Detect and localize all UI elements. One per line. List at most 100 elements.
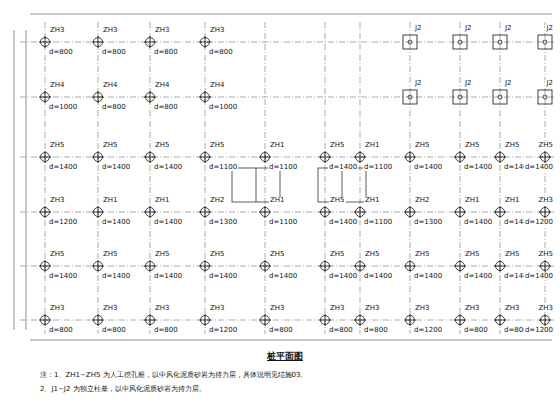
pile-mark: ZH5 (537, 251, 554, 258)
dimension-lines (14, 14, 552, 340)
axis-line (410, 22, 411, 334)
pile-cross (360, 260, 361, 272)
pile-cross (325, 260, 326, 272)
pile-mark: ZH5 (364, 251, 381, 258)
pile-diameter: d=800 (363, 327, 389, 334)
pile-diameter: d=1400 (48, 273, 78, 280)
pile-diameter: d=1400 (328, 219, 358, 226)
axis-line (45, 22, 46, 334)
pile-diameter: d=1300 (413, 219, 443, 226)
pile-diameter: d=1400 (413, 273, 443, 280)
pile-cross (460, 260, 461, 272)
pile-cross (45, 260, 46, 272)
pile-cross (325, 206, 326, 218)
pile-cross (45, 314, 46, 326)
pile-cross (150, 91, 151, 103)
pile-cross (265, 206, 266, 218)
pile-mark: ZH3 (329, 305, 346, 312)
pile-mark: ZH3 (154, 27, 171, 34)
pile-cross (410, 260, 411, 272)
pile-diameter: d=1200 (48, 219, 78, 226)
pile-mark: ZH5 (504, 251, 521, 258)
pile-mark: ZH3 (49, 27, 66, 34)
pile-cross (150, 151, 151, 163)
footing-mark: J2 (414, 80, 423, 87)
pile-cross (360, 314, 361, 326)
footing-square (493, 90, 507, 104)
pile-mark: ZH3 (504, 305, 521, 312)
drawing-title: 桩平面图 (267, 350, 303, 363)
pile-diameter: d=1400 (463, 219, 493, 226)
footing-mark: J2 (504, 80, 513, 87)
pile-cross (265, 260, 266, 272)
pile-diameter: d=1200 (208, 327, 238, 334)
footing-mark: J2 (545, 80, 554, 87)
pile-mark: ZH4 (209, 82, 226, 89)
pile-diameter: d=800 (268, 327, 294, 334)
pile-mark: ZH5 (102, 142, 119, 149)
pile-mark: ZH3 (464, 305, 481, 312)
pile-cross (500, 151, 501, 163)
pile-diameter: d=800 (208, 49, 234, 56)
pile-mark: ZH4 (154, 82, 171, 89)
pile-mark: ZH3 (209, 27, 226, 34)
footing-square (453, 35, 467, 49)
pile-mark: ZH3 (269, 305, 286, 312)
pile-cross (205, 206, 206, 218)
pile-cross (500, 314, 501, 326)
pile-diameter: d=1200 (524, 219, 554, 226)
pile-diameter: d=800 (48, 327, 74, 334)
pile-mark: ZH1 (464, 197, 481, 204)
pile-mark: ZH3 (49, 305, 66, 312)
pile-diameter: d=1400 (48, 164, 78, 171)
pile-cross (205, 36, 206, 48)
pile-mark: ZH1 (102, 197, 119, 204)
axis-line (20, 157, 555, 158)
pile-mark: ZH5 (269, 251, 286, 258)
pile-cross (325, 314, 326, 326)
footing-mark: J2 (464, 80, 473, 87)
axis-line (360, 22, 361, 334)
pile-diameter: d=1400 (328, 273, 358, 280)
pile-cross (360, 206, 361, 218)
pile-diameter: d=800 (101, 104, 127, 111)
footing-mark: J2 (504, 25, 513, 32)
footing-square (493, 35, 507, 49)
column-dot (408, 40, 412, 44)
pile-mark: ZH1 (364, 197, 381, 204)
pile-cross (325, 151, 326, 163)
pile-cross (45, 36, 46, 48)
pile-cross (205, 151, 206, 163)
pile-mark: ZH5 (102, 251, 119, 258)
pile-mark: ZH4 (49, 82, 66, 89)
pile-cross (98, 36, 99, 48)
column-dot (543, 40, 547, 44)
pile-cross (410, 314, 411, 326)
pile-cross (45, 91, 46, 103)
axis-line (98, 22, 99, 334)
axis-line (500, 22, 501, 334)
pile-diameter: d=1000 (208, 104, 238, 111)
pile-diameter: d=800 (328, 327, 354, 334)
pile-mark: ZH5 (464, 251, 481, 258)
pile-diameter: d=1400 (524, 273, 554, 280)
pile-cross (45, 151, 46, 163)
pile-cross (98, 314, 99, 326)
pile-mark: ZH1 (269, 142, 286, 149)
pile-cross (150, 36, 151, 48)
pile-mark: ZH1 (364, 142, 381, 149)
pile-mark: ZH5 (209, 251, 226, 258)
column-dot (498, 95, 502, 99)
pile-mark: ZH3 (364, 305, 381, 312)
pile-diameter: d=1400 (153, 164, 183, 171)
pile-diameter: d=800 (101, 327, 127, 334)
pile-diameter: d=1400 (463, 164, 493, 171)
pile-cross (150, 260, 151, 272)
pile-mark: ZH3 (414, 305, 431, 312)
pile-diameter: d=800 (153, 104, 179, 111)
column-dot (543, 95, 547, 99)
pile-mark: ZH5 (329, 251, 346, 258)
pile-diameter: d=1300 (208, 219, 238, 226)
pile-mark: ZH5 (209, 142, 226, 149)
